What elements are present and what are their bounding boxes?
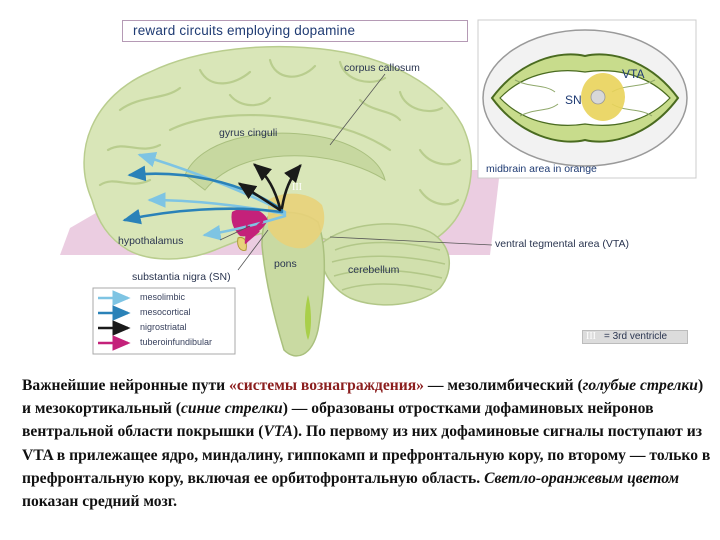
legend-tuberoinfundibular: tuberoinfundibular — [140, 337, 212, 347]
ventricle-key-symbol: III — [586, 331, 596, 342]
label-cerebellum: cerebellum — [348, 264, 399, 276]
caption-text: Важнейшие нейронные пути «системы вознаг… — [22, 374, 712, 513]
legend-nigrostriatal: nigrostriatal — [140, 322, 187, 332]
caption-italic-1: голубые стрелки — [583, 377, 698, 394]
label-pons: pons — [274, 258, 297, 270]
caption-italic-4: Светло-оранжевым цветом — [484, 470, 679, 487]
caption-part-11: показан средний мозг. — [22, 493, 177, 510]
ventricle-key: III = 3rd ventricle — [582, 330, 688, 344]
legend-mesocortical: mesocortical — [140, 307, 191, 317]
caption-part-1: Важнейшие нейронные пути — [22, 377, 229, 394]
inset-vta-label: VTA — [622, 67, 644, 81]
label-substantia-nigra: substantia nigra (SN) — [132, 271, 231, 283]
label-hypothalamus: hypothalamus — [118, 235, 183, 247]
label-gyrus-cinguli: gyrus cinguli — [219, 127, 277, 139]
caption-italic-2: синие стрелки — [181, 400, 283, 417]
caption-part-3: — мезолимбический ( — [424, 377, 583, 394]
label-vta: ventral tegmental area (VTA) — [495, 238, 629, 250]
inset-caption: midbrain area in orange — [486, 163, 597, 175]
label-corpus-callosum: corpus callosum — [344, 62, 420, 74]
legend-mesolimbic: mesolimbic — [140, 292, 185, 302]
third-ventricle-mark: III — [292, 182, 302, 193]
caption-italic-3: VTA — [264, 423, 293, 440]
inset-sn-label: SN — [565, 93, 582, 107]
ventricle-key-text: = 3rd ventricle — [604, 331, 667, 342]
midbrain-inset: VTA SN midbrain area in orange — [478, 20, 696, 178]
caption-highlight: «системы вознаграждения» — [229, 377, 424, 394]
brain-diagram: III VTA — [0, 0, 720, 370]
